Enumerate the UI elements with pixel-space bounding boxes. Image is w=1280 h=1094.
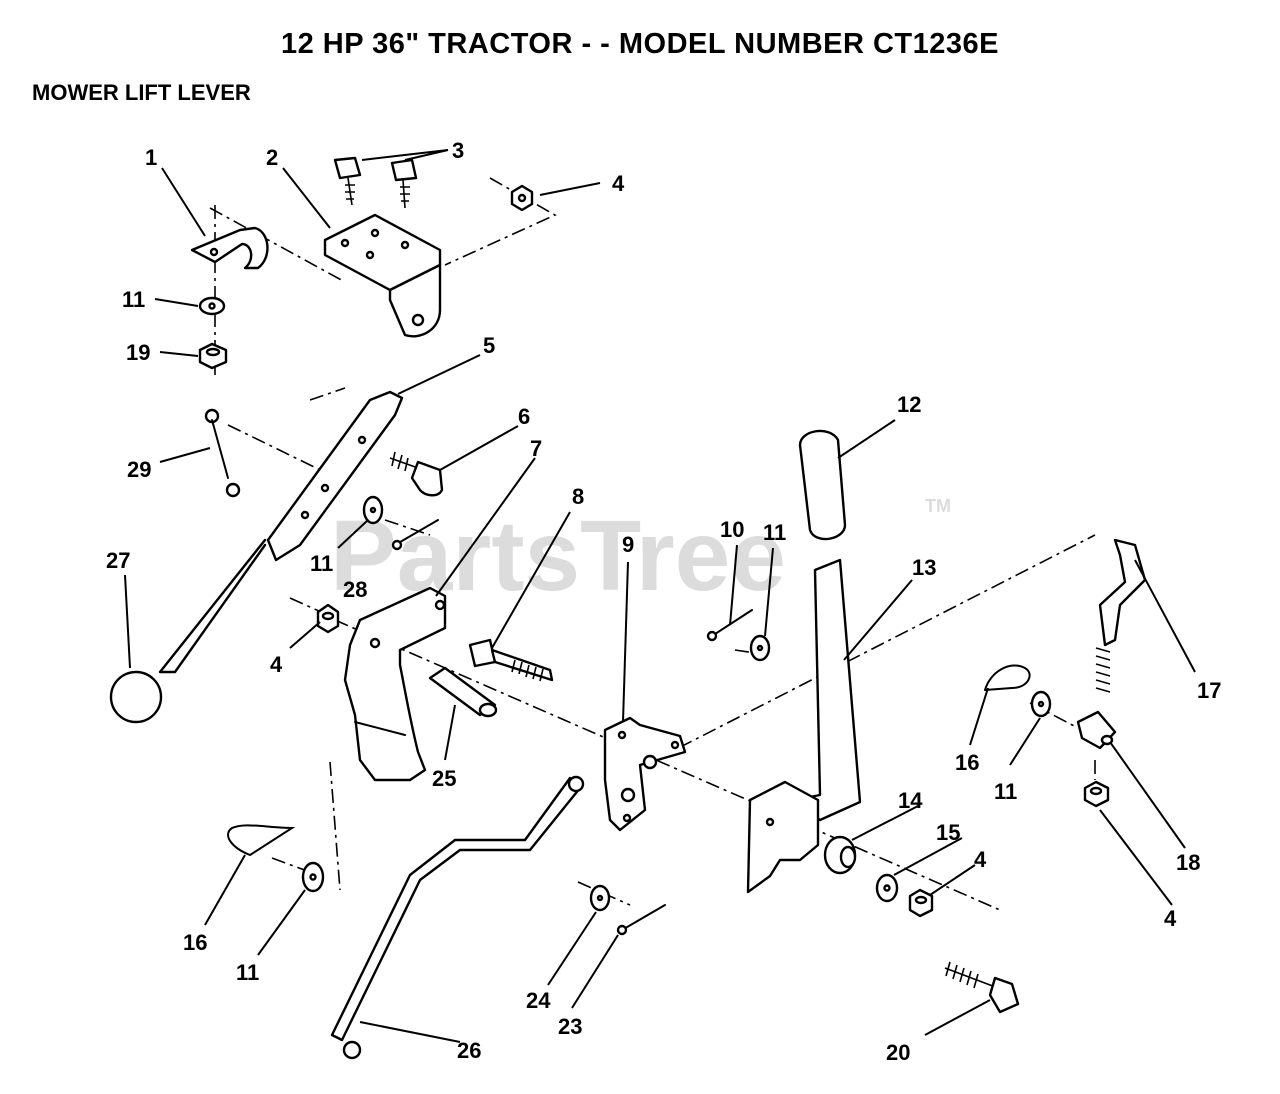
- part-1-clip: [190, 226, 269, 270]
- callout-16: 16: [955, 750, 979, 775]
- part-4-nut-right: [1083, 780, 1110, 808]
- callout-2: 2: [266, 145, 278, 170]
- part-16-hairpin-left: [227, 824, 296, 856]
- part-13-lever-handle: [746, 558, 862, 894]
- callout-5: 5: [483, 333, 495, 358]
- part-12-grip: [798, 429, 847, 541]
- part-6-bolt: [389, 451, 444, 497]
- part-11-washer-far-right: [1030, 690, 1052, 718]
- part-29-link: [204, 408, 241, 498]
- part-16-hairpin-right: [984, 664, 1031, 691]
- part-27-knob: [109, 670, 163, 724]
- callout-16: 16: [183, 930, 207, 955]
- callout-9: 9: [622, 532, 634, 557]
- callout-3: 3: [452, 138, 464, 163]
- part-11-washer-bottom: [301, 861, 325, 893]
- callout-11: 11: [122, 287, 145, 312]
- callout-26: 26: [457, 1038, 481, 1063]
- part-9-plate: [603, 716, 687, 832]
- callout-8: 8: [572, 484, 584, 509]
- callout-29: 29: [127, 457, 151, 482]
- part-10-cotter-pin: [706, 609, 753, 642]
- part-25-sleeve: [428, 666, 498, 718]
- callout-20: 20: [886, 1040, 910, 1065]
- callout-14: 14: [898, 788, 923, 813]
- part-11-washer-mid: [362, 495, 384, 525]
- part-14-bushing: [823, 835, 857, 875]
- part-2-bracket: [323, 213, 442, 338]
- callout-6: 6: [518, 404, 530, 429]
- part-19-nut: [198, 342, 228, 370]
- part-5-lift-plate: [158, 390, 404, 674]
- callout-11: 11: [310, 551, 333, 576]
- callout-11: 11: [763, 520, 786, 545]
- callout-7: 7: [530, 436, 542, 461]
- callout-24: 24: [526, 988, 551, 1013]
- callout-labels: 1 2 3 4 11 19 5 6 29 7 8 12 10 11 9 11 2…: [106, 138, 1221, 1065]
- part-15-washer: [875, 873, 899, 903]
- part-28-cotter-pin: [391, 519, 439, 551]
- callout-17: 17: [1197, 678, 1221, 703]
- leader-lines: [124, 149, 1196, 1043]
- watermark: PartsTree: [330, 500, 786, 612]
- part-26-lift-rod: [330, 775, 585, 1060]
- callout-4: 4: [1164, 906, 1177, 931]
- callout-18: 18: [1176, 850, 1200, 875]
- part-4-nut-left: [316, 603, 340, 634]
- callout-19: 19: [126, 340, 150, 365]
- callout-1: 1: [145, 145, 157, 170]
- callout-25: 25: [432, 766, 456, 791]
- part-4-nut-bottom: [908, 888, 934, 918]
- callout-15: 15: [936, 820, 960, 845]
- part-11-washer-right: [749, 634, 771, 662]
- callout-10: 10: [720, 517, 744, 542]
- part-3-bolts: [333, 156, 418, 209]
- part-17-rod: [1095, 538, 1147, 693]
- callout-27: 27: [106, 548, 130, 573]
- callout-4: 4: [270, 652, 283, 677]
- diagram-title: 12 HP 36" TRACTOR - - MODEL NUMBER CT123…: [280, 28, 999, 60]
- part-4-nut-top: [510, 184, 534, 212]
- callout-4: 4: [974, 847, 987, 872]
- callout-13: 13: [912, 555, 936, 580]
- callout-4: 4: [612, 171, 625, 196]
- callout-11: 11: [236, 960, 259, 985]
- part-18-swivel: [1076, 710, 1117, 750]
- callout-28: 28: [343, 577, 367, 602]
- callout-23: 23: [558, 1014, 582, 1039]
- part-11-washer-top: [198, 296, 226, 316]
- watermark-tm: TM: [925, 496, 951, 516]
- diagram-subtitle: MOWER LIFT LEVER: [32, 80, 251, 105]
- part-7-lever-arm: [343, 586, 447, 782]
- part-8-long-bolt: [468, 638, 554, 682]
- callout-11: 11: [994, 779, 1017, 804]
- part-20-bolt: [944, 961, 1020, 1014]
- part-23-cotter-pin: [616, 904, 666, 936]
- callout-12: 12: [897, 392, 921, 417]
- part-24-washer: [589, 884, 611, 912]
